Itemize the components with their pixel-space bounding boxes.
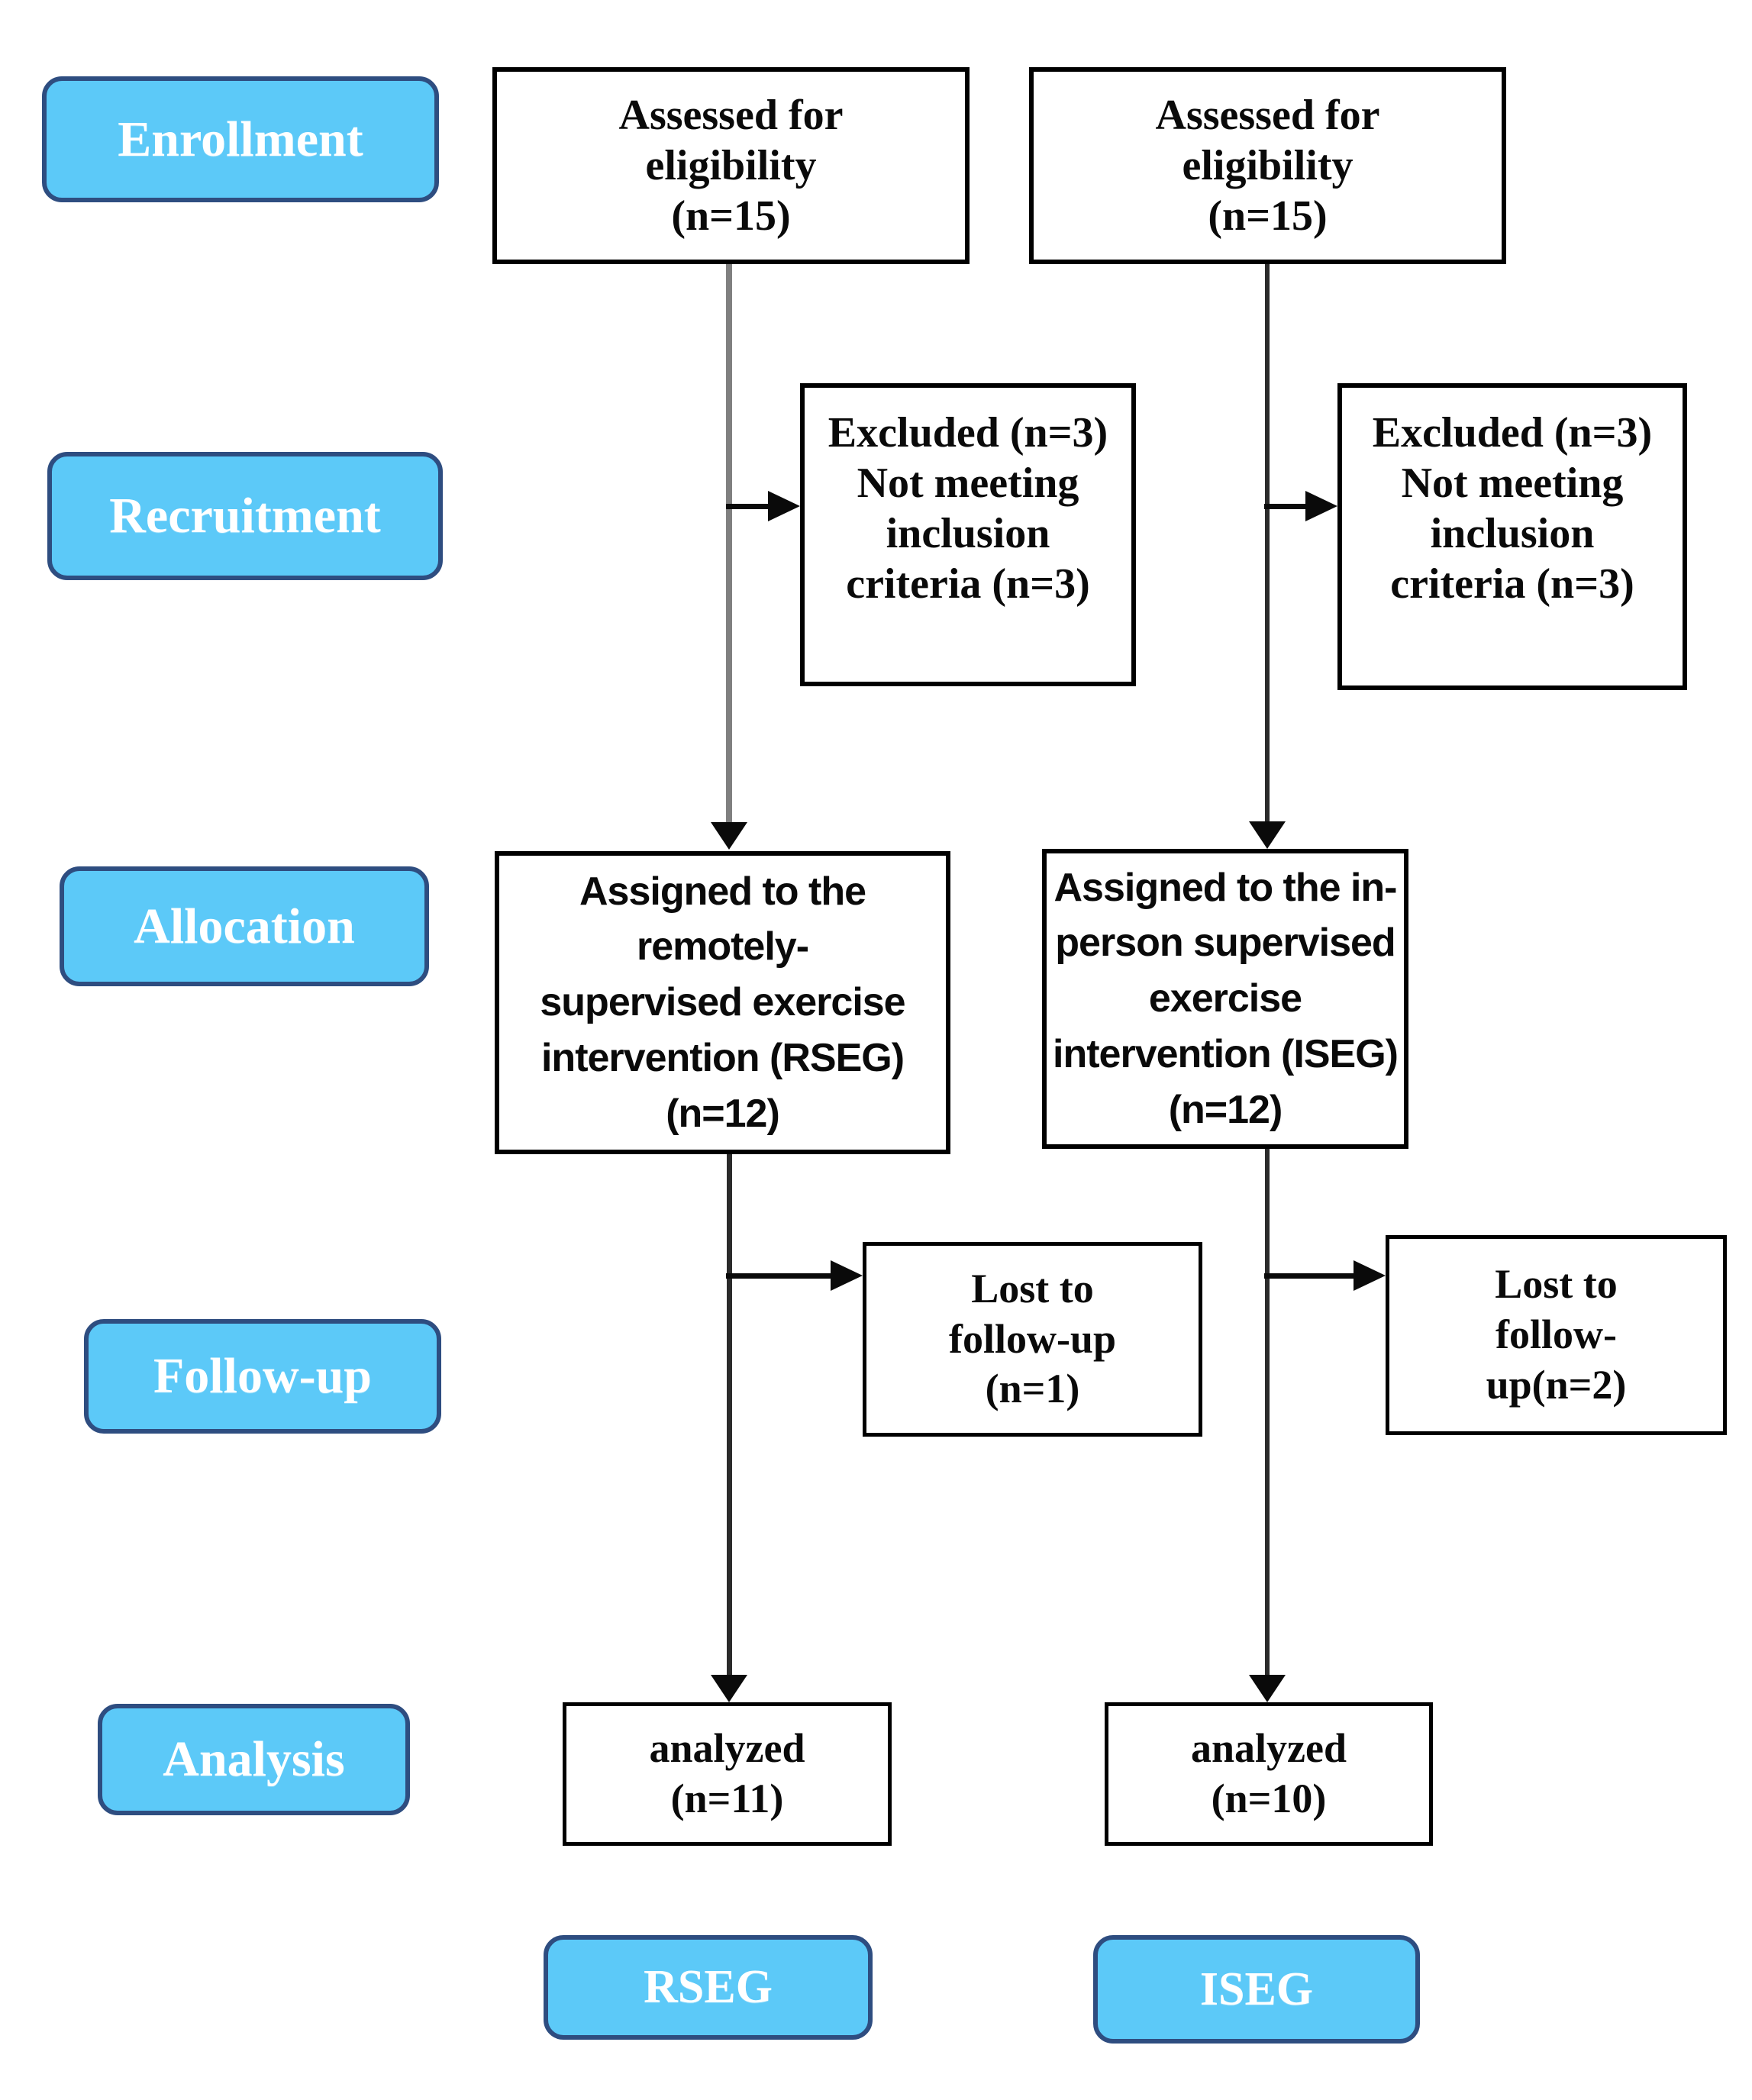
branch-line-excluded-rseg [726, 504, 772, 509]
arrowhead-down-icon [1249, 821, 1286, 849]
arrowhead-down-icon [711, 822, 747, 850]
arrowhead-right-icon [1354, 1260, 1386, 1291]
allocation-box-iseg: Assigned to the in- person supervised ex… [1042, 849, 1408, 1149]
stage-label-recruitment: Recruitment [47, 452, 443, 580]
allocation-text-iseg: Assigned to the in- person supervised ex… [1053, 865, 1399, 1132]
analyzed-text-iseg: analyzed (n=10) [1190, 1725, 1347, 1821]
stage-label-enrollment: Enrollment [42, 76, 439, 202]
flow-stem-allocation-to-analysis-rseg [727, 1154, 732, 1678]
lost-followup-box-rseg: Lost to follow-up (n=1) [863, 1242, 1202, 1437]
assessed-eligibility-text-iseg: Assessed for eligibility (n=15) [1155, 91, 1380, 240]
flow-stem-allocation-to-analysis-iseg [1265, 1149, 1270, 1678]
assessed-eligibility-text-rseg: Assessed for eligibility (n=15) [618, 91, 844, 240]
stage-label-follow-up: Follow-up [84, 1319, 441, 1434]
flow-stem-assessed-to-allocation-rseg [726, 264, 732, 825]
assessed-eligibility-box-iseg: Assessed for eligibility (n=15) [1029, 67, 1506, 264]
assessed-eligibility-box-rseg: Assessed for eligibility (n=15) [492, 67, 970, 264]
group-chip-rseg: RSEG [544, 1935, 873, 2040]
allocation-box-rseg: Assigned to the remotely- supervised exe… [495, 851, 950, 1154]
flow-stem-assessed-to-allocation-iseg [1265, 264, 1270, 824]
branch-line-lost-followup-iseg [1264, 1273, 1357, 1279]
arrowhead-down-icon [1249, 1675, 1286, 1702]
lost-followup-box-iseg: Lost to follow- up(n=2) [1386, 1235, 1727, 1435]
analyzed-text-rseg: analyzed (n=11) [649, 1725, 805, 1821]
stage-label-analysis: Analysis [98, 1704, 410, 1815]
excluded-box-rseg: Excluded (n=3) Not meeting inclusion cri… [800, 383, 1136, 686]
excluded-text-iseg: Excluded (n=3) Not meeting inclusion cri… [1372, 409, 1653, 608]
analyzed-box-rseg: analyzed (n=11) [563, 1702, 892, 1846]
branch-line-excluded-iseg [1264, 504, 1310, 509]
lost-followup-text-iseg: Lost to follow- up(n=2) [1486, 1261, 1627, 1408]
lost-followup-text-rseg: Lost to follow-up (n=1) [948, 1265, 1117, 1412]
branch-line-lost-followup-rseg [726, 1273, 834, 1279]
excluded-box-iseg: Excluded (n=3) Not meeting inclusion cri… [1337, 383, 1687, 690]
analyzed-box-iseg: analyzed (n=10) [1105, 1702, 1433, 1846]
allocation-text-rseg: Assigned to the remotely- supervised exe… [540, 869, 905, 1136]
arrowhead-right-icon [831, 1260, 863, 1291]
arrowhead-right-icon [768, 491, 800, 521]
arrowhead-right-icon [1305, 491, 1337, 521]
group-chip-iseg: ISEG [1093, 1935, 1420, 2044]
arrowhead-down-icon [711, 1675, 747, 1702]
stage-label-allocation: Allocation [60, 866, 429, 986]
excluded-text-rseg: Excluded (n=3) Not meeting inclusion cri… [828, 409, 1108, 608]
